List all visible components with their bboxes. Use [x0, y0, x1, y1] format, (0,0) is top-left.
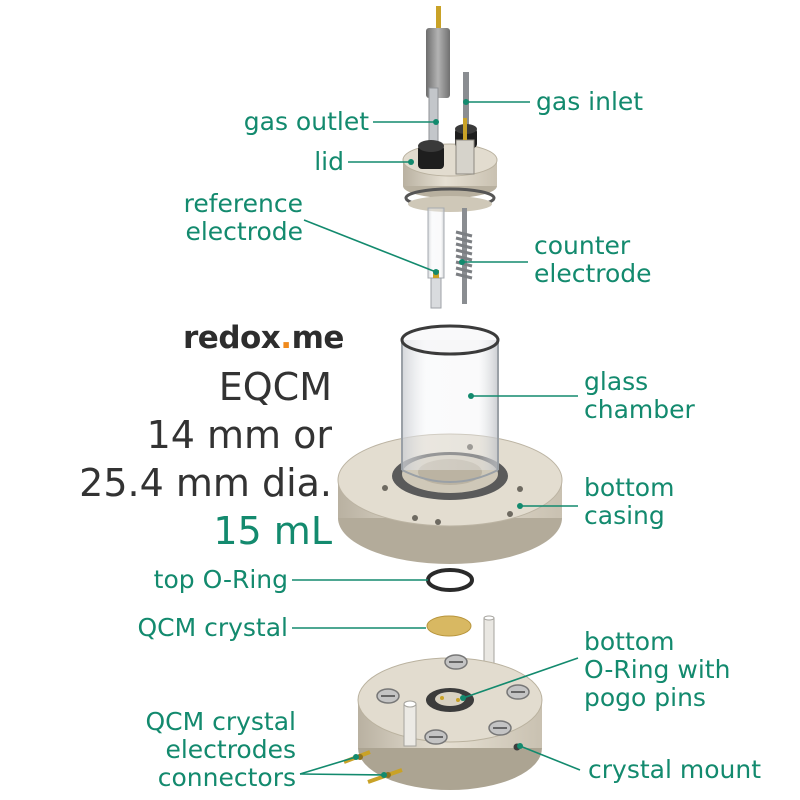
- label-bottom-oring-3: pogo pins: [584, 683, 706, 712]
- label-bottom-oring-1: bottom: [584, 627, 675, 656]
- reference-electrode-tip: [430, 277, 442, 309]
- brand-logo: redox.me: [183, 320, 344, 356]
- label-glass-2: chamber: [584, 395, 695, 424]
- glass-body: [402, 340, 498, 470]
- label-gas-outlet: gas outlet: [243, 107, 369, 136]
- label-connectors-3: connectors: [157, 763, 296, 792]
- label-qcm-crystal: QCM crystal: [137, 613, 288, 642]
- label-glass-1: glass: [584, 367, 649, 396]
- label-counter-2: electrode: [534, 259, 652, 288]
- leader-connector-1: [299, 756, 357, 775]
- counter-electrode-rod: [462, 208, 467, 304]
- leader-connector-2: [299, 773, 385, 776]
- reference-electrode-tube: [427, 207, 445, 279]
- logo-text-left: redox: [183, 320, 281, 356]
- logo-dot: .: [280, 320, 292, 356]
- label-top-o-ring: top O-Ring: [153, 565, 288, 594]
- size-line-2: 25.4 mm dia.: [79, 461, 332, 505]
- crystal-mount: [343, 615, 543, 790]
- leader-bottom-oring: [462, 657, 579, 699]
- size-line-1: 14 mm or: [146, 413, 332, 457]
- pogo-pin-1: [440, 696, 444, 700]
- label-reference-1: reference: [183, 189, 303, 218]
- glass-chamber: [400, 324, 500, 483]
- label-connectors-1: QCM crystal: [145, 707, 296, 736]
- lid-assembly: [402, 6, 498, 309]
- label-bottom-casing-1: bottom: [584, 473, 675, 502]
- leader-reference: [303, 219, 437, 273]
- glass-rim: [400, 324, 500, 356]
- label-connectors-2: electrodes: [165, 735, 296, 764]
- volume-label: 15 mL: [213, 509, 332, 553]
- lid-top: [402, 143, 498, 177]
- label-crystal-mount: crystal mount: [588, 755, 761, 784]
- qcm-crystal-disc: [426, 615, 472, 637]
- label-gas-inlet: gas inlet: [536, 87, 644, 116]
- product-name: EQCM: [218, 365, 332, 409]
- leader-lines: [292, 101, 581, 776]
- top-o-ring: [426, 568, 474, 592]
- reference-cap: [426, 28, 450, 98]
- label-bottom-casing-2: casing: [584, 501, 665, 530]
- label-bottom-oring-2: O-Ring with: [584, 655, 731, 684]
- lid-lower-step: [408, 196, 492, 212]
- alignment-pin-rear: [483, 617, 495, 665]
- pogo-pin-2: [456, 698, 460, 702]
- label-lid: lid: [314, 147, 344, 176]
- label-reference-2: electrode: [185, 217, 303, 246]
- leader-dots: [353, 99, 523, 778]
- alignment-pin-front: [403, 703, 417, 747]
- label-counter-1: counter: [534, 231, 631, 260]
- logo-text-right: me: [291, 320, 345, 356]
- reference-pin: [436, 6, 441, 32]
- leader-crystal-mount: [519, 745, 581, 771]
- counter-fitting: [455, 139, 475, 175]
